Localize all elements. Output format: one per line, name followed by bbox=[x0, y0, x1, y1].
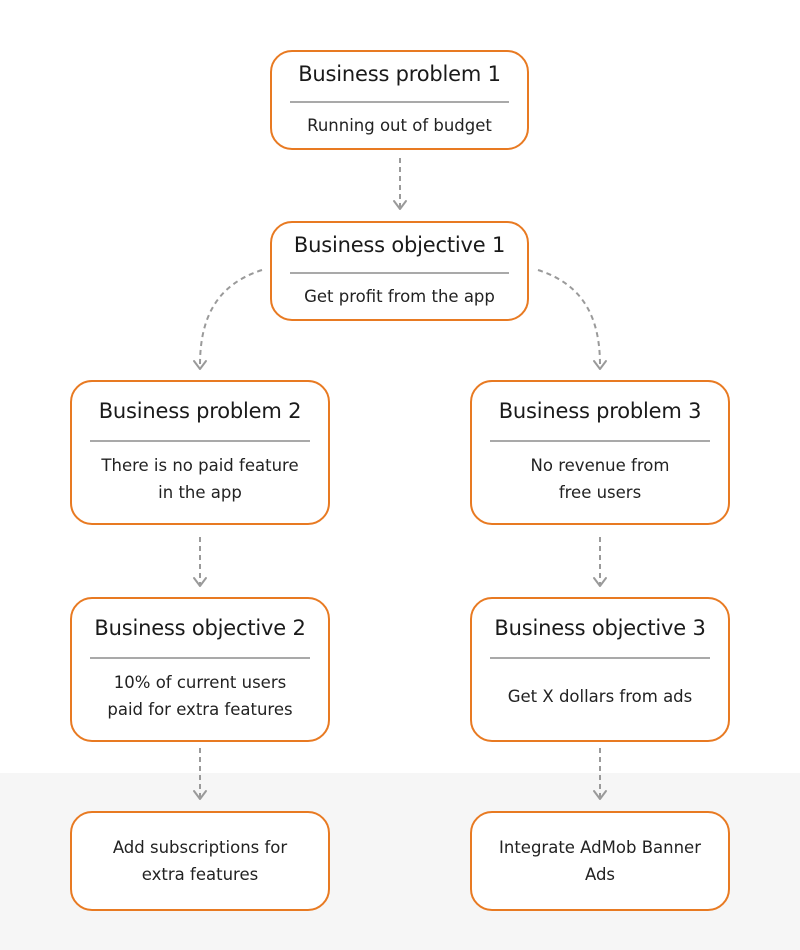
arrowhead bbox=[593, 577, 607, 587]
node-business-objective-1: Business objective 1 Get profit from the… bbox=[270, 221, 529, 321]
arrowhead bbox=[193, 790, 207, 800]
node-divider bbox=[490, 657, 710, 659]
node-solution-admob: Integrate AdMob Banner Ads bbox=[470, 811, 730, 911]
node-line: paid for extra features bbox=[107, 700, 293, 719]
arrowhead bbox=[193, 360, 207, 370]
node-line: Ads bbox=[584, 865, 616, 884]
node-title: Business objective 1 bbox=[293, 233, 506, 257]
arrowhead bbox=[593, 360, 607, 370]
node-solution-subscriptions: Add subscriptions for extra features bbox=[70, 811, 330, 911]
node-title: Business problem 2 bbox=[98, 399, 302, 423]
node-title: Business problem 3 bbox=[498, 399, 702, 423]
node-divider bbox=[90, 440, 310, 442]
node-business-problem-1: Business problem 1 Running out of budget bbox=[270, 50, 529, 150]
node-description: There is no paid feature in the app bbox=[82, 452, 318, 506]
node-title: Business problem 1 bbox=[298, 62, 501, 86]
node-line: No revenue from bbox=[530, 456, 670, 475]
node-business-problem-3: Business problem 3 No revenue from free … bbox=[470, 380, 730, 525]
node-description: Get profit from the app bbox=[282, 283, 517, 310]
node-description: Get X dollars from ads bbox=[482, 683, 718, 710]
edge-objective-1-to-problem-3 bbox=[537, 269, 601, 366]
node-line: Get profit from the app bbox=[304, 287, 495, 306]
node-description: Running out of budget bbox=[282, 112, 517, 139]
node-divider bbox=[90, 657, 310, 659]
arrowhead bbox=[593, 790, 607, 800]
node-divider bbox=[290, 101, 509, 103]
arrowhead bbox=[193, 577, 207, 587]
node-title: Business objective 2 bbox=[94, 616, 306, 640]
node-line: 10% of current users bbox=[113, 673, 287, 692]
node-line: in the app bbox=[158, 483, 242, 502]
node-line: Running out of budget bbox=[307, 116, 492, 135]
node-line: Add subscriptions for bbox=[112, 838, 288, 857]
node-line: There is no paid feature bbox=[101, 456, 299, 475]
node-line: free users bbox=[558, 483, 642, 502]
node-divider bbox=[490, 440, 710, 442]
node-description: Integrate AdMob Banner Ads bbox=[482, 813, 718, 909]
edge-objective-1-to-problem-2 bbox=[199, 269, 263, 366]
node-description: 10% of current users paid for extra feat… bbox=[82, 669, 318, 723]
node-line: Get X dollars from ads bbox=[507, 687, 693, 706]
arrowhead bbox=[393, 200, 407, 210]
node-description: Add subscriptions for extra features bbox=[82, 813, 318, 909]
node-line: Integrate AdMob Banner bbox=[499, 838, 701, 857]
node-business-problem-2: Business problem 2 There is no paid feat… bbox=[70, 380, 330, 525]
node-business-objective-3: Business objective 3 Get X dollars from … bbox=[470, 597, 730, 742]
node-business-objective-2: Business objective 2 10% of current user… bbox=[70, 597, 330, 742]
node-divider bbox=[290, 272, 509, 274]
node-title: Business objective 3 bbox=[494, 616, 706, 640]
node-line: extra features bbox=[141, 865, 259, 884]
node-description: No revenue from free users bbox=[482, 452, 718, 506]
